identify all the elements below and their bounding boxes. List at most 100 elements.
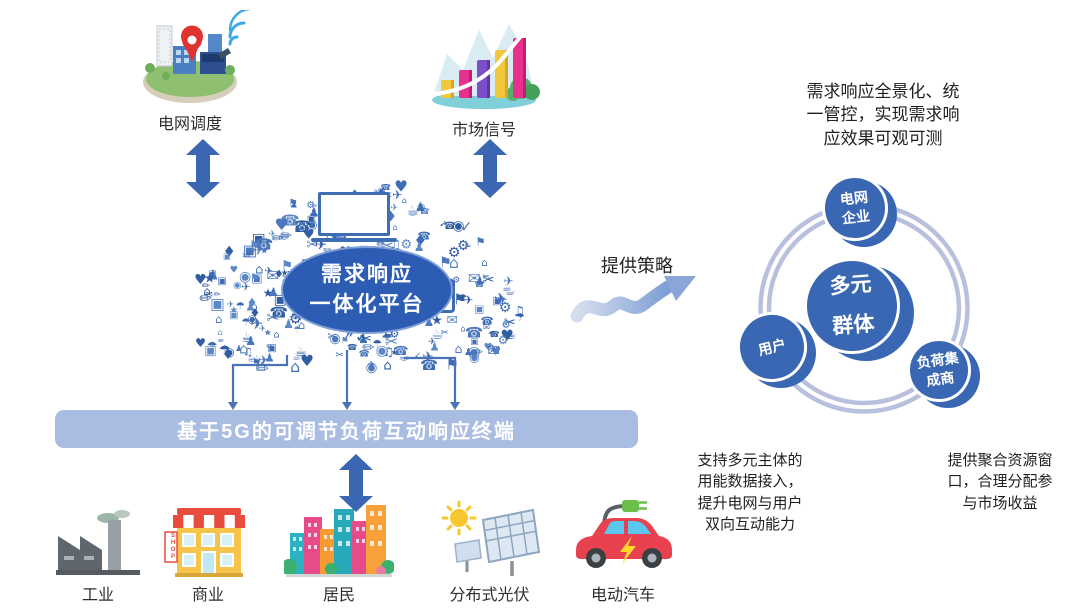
cloud-texture-glyph: ☕: [430, 326, 444, 343]
cloud-texture-glyph: ✂: [503, 314, 516, 331]
cloud-texture-glyph: ♟: [474, 274, 485, 288]
cloud-texture-glyph: ♟: [235, 342, 243, 353]
cloud-texture-glyph: ⚑: [288, 197, 298, 210]
cloud-texture-glyph: ⚙: [456, 238, 470, 255]
cloud-texture-glyph: ◉: [247, 312, 258, 326]
cloud-texture-glyph: ★: [280, 268, 289, 279]
cloud-texture-glyph: ◉: [329, 331, 341, 347]
cloud-texture-glyph: ✂: [327, 329, 338, 344]
cloud-texture-glyph: ✂: [440, 326, 449, 338]
cloud-texture-glyph: ☂: [275, 214, 290, 233]
cloud-texture-glyph: ☕: [501, 282, 512, 294]
cloud-texture-glyph: ⚑: [252, 357, 261, 369]
cloud-texture-glyph: ✈: [268, 229, 276, 240]
cloud-texture-glyph: ☂: [218, 343, 231, 359]
cloud-texture-glyph: ⌂: [448, 253, 459, 273]
cloud-texture-glyph: ♥: [302, 227, 315, 243]
cloud-texture-glyph: ☕: [278, 228, 290, 244]
cloud-texture-glyph: ☎: [443, 221, 456, 233]
cloud-texture-glyph: ✂: [384, 332, 399, 352]
cloud-texture-glyph: ⚑: [249, 270, 260, 284]
cloud-texture-glyph: ☎: [417, 229, 431, 243]
cloud-texture-glyph: ☎: [254, 235, 274, 254]
cloud-texture-glyph: ✈: [264, 266, 273, 278]
node-grid-line2: 企业: [841, 207, 871, 227]
cloud-texture-glyph: ✉: [467, 269, 481, 288]
cloud-texture-glyph: ✈: [497, 292, 508, 307]
cloud-texture-glyph: ◉: [469, 349, 480, 365]
cloud-texture-glyph: ✈: [494, 290, 507, 308]
cloud-texture-glyph: ♥: [500, 326, 514, 345]
cloud-texture-glyph: ☂: [241, 316, 251, 329]
cloud-texture-glyph: ⌂: [250, 299, 258, 314]
cloud-texture-glyph: ★: [260, 246, 269, 257]
cloud-texture-glyph: ▣: [306, 213, 316, 225]
node-user-line1: 用户: [756, 335, 788, 358]
cloud-texture-glyph: ▣: [251, 271, 263, 286]
cloud-texture-glyph: ♫: [389, 237, 401, 253]
cloud-texture-glyph: ♫: [243, 345, 254, 359]
cloud-texture-glyph: ★: [263, 328, 272, 339]
cloud-texture-glyph: ☕: [406, 202, 420, 220]
cloud-texture-glyph: ♥: [299, 352, 314, 371]
cloud-texture-glyph: ☎: [419, 206, 430, 217]
cloud-texture-glyph: ☕: [241, 330, 254, 347]
cloud-texture-glyph: ☕: [241, 246, 252, 261]
cloud-texture-glyph: ♟: [268, 285, 279, 300]
cloud-texture-glyph: ♟: [207, 268, 220, 284]
cloud-texture-glyph: ♟: [358, 332, 369, 347]
cloud-texture-glyph: ✏: [362, 339, 375, 357]
cloud-texture-glyph: ✏: [201, 280, 211, 292]
cloud-texture-glyph: ⌂: [460, 324, 466, 335]
cloud-texture-glyph: ▣: [492, 294, 503, 307]
cloud-texture-glyph: ⌂: [255, 262, 264, 278]
platform-title-line2: 一体化平台: [309, 293, 425, 316]
cloud-texture-glyph: ☕: [310, 199, 319, 209]
cloud-texture-glyph: ☎: [464, 325, 483, 343]
cloud-texture-glyph: ⌂: [273, 328, 280, 340]
cloud-texture-glyph: ▣: [267, 341, 277, 354]
cloud-texture-glyph: ★: [262, 285, 274, 300]
cloud-texture-glyph: ✏: [213, 289, 221, 300]
cloud-texture-glyph: ♥: [483, 342, 493, 354]
cloud-texture-glyph: ✉: [446, 312, 458, 329]
cloud-texture-glyph: ✂: [482, 271, 495, 289]
cloud-texture-glyph: ▣: [204, 343, 217, 359]
cloud-texture-glyph: ♟: [423, 315, 435, 330]
cloud-texture-glyph: ✓: [415, 234, 425, 247]
cloud-texture-glyph: ▣: [217, 275, 227, 287]
terminal-bar-label: 基于5G的可调节负荷互动响应终端: [177, 420, 516, 443]
cloud-texture-glyph: ♟: [414, 199, 426, 214]
cloud-texture-glyph: ⚙: [306, 200, 315, 212]
cloud-texture-glyph: ♥: [490, 344, 502, 359]
load-label-industry: 工业: [81, 587, 114, 604]
cloud-texture-glyph: ⚙: [400, 237, 413, 253]
cloud-texture-glyph: ☎: [420, 357, 439, 374]
cloud-texture-glyph: ☎: [292, 217, 312, 237]
note-bottom-right: 提供聚合资源窗 口，合理分配参 与市场收益: [947, 452, 1053, 512]
cloud-texture-glyph: ⚙: [498, 299, 512, 316]
cloud-texture-glyph: ⌂: [401, 196, 407, 206]
cloud-texture-glyph: ⚑: [340, 336, 349, 347]
cloud-texture-glyph: ▣: [242, 241, 258, 260]
shop-sign: SHOP: [170, 533, 176, 561]
cloud-texture-glyph: ▣: [208, 269, 217, 280]
node-center-line1: 多元: [828, 272, 873, 299]
cloud-texture-glyph: ♦: [246, 294, 258, 310]
cloud-texture-glyph: ♦: [413, 231, 428, 250]
cloud-texture-glyph: ⚙: [501, 318, 511, 331]
cloud-texture-glyph: ⚑: [445, 355, 459, 374]
cloud-texture-glyph: ☎: [380, 182, 391, 193]
cloud-texture-glyph: ✈: [252, 242, 265, 259]
cloud-texture-glyph: ◉: [239, 269, 252, 286]
cloud-texture-glyph: ⌂: [239, 341, 249, 358]
cloud-texture-glyph: ♟: [308, 204, 320, 220]
cloud-texture-glyph: ✉: [482, 321, 491, 332]
cloud-texture-glyph: ◉: [377, 187, 385, 196]
cloud-texture-glyph: ⌂: [297, 318, 306, 333]
cloud-texture-glyph: ♥: [229, 264, 239, 276]
cloud-texture-glyph: ♦: [222, 243, 236, 261]
cloud-texture-glyph: ☎: [474, 278, 485, 289]
cloud-texture-glyph: ★: [203, 271, 216, 287]
